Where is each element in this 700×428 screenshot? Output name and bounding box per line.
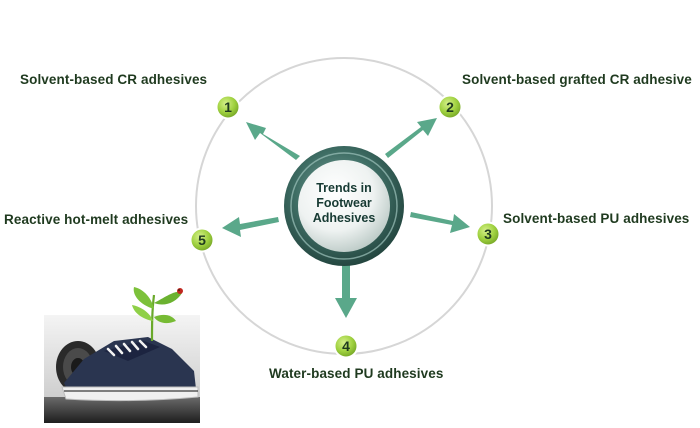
badge-2: 2 <box>437 94 463 120</box>
arrow-to-2 <box>385 118 437 158</box>
hub-title: Trends in Footwear Adhesives <box>300 181 388 226</box>
badge-4: 4 <box>333 333 359 359</box>
svg-text:2: 2 <box>446 99 454 115</box>
arrow-to-5 <box>222 217 279 237</box>
badge-3: 3 <box>475 221 501 247</box>
label-item-5: Reactive hot-melt adhesives <box>4 212 189 227</box>
label-item-3: Solvent-based PU adhesives <box>503 211 690 226</box>
svg-text:3: 3 <box>484 226 492 242</box>
svg-text:5: 5 <box>198 232 206 248</box>
arrow-to-4 <box>335 262 357 318</box>
hub-title-line-2: Footwear <box>316 196 372 210</box>
hub-title-line-1: Trends in <box>316 181 372 195</box>
label-item-1: Solvent-based CR adhesives <box>20 72 208 87</box>
arrow-to-1 <box>246 122 300 160</box>
arrow-to-3 <box>410 212 470 233</box>
hub-inner <box>298 160 390 252</box>
svg-text:1: 1 <box>224 99 232 115</box>
arrows <box>222 118 470 318</box>
hub-title-line-3: Adhesives <box>312 211 376 225</box>
label-item-2: Solvent-based grafted CR adhesive <box>462 72 692 87</box>
sneaker-sprout-image <box>44 275 200 423</box>
hub-highlight <box>290 152 398 260</box>
label-item-4: Water-based PU adhesives <box>269 366 444 381</box>
svg-text:4: 4 <box>342 338 350 354</box>
badge-1: 1 <box>215 94 241 120</box>
badge-5: 5 <box>189 227 215 253</box>
